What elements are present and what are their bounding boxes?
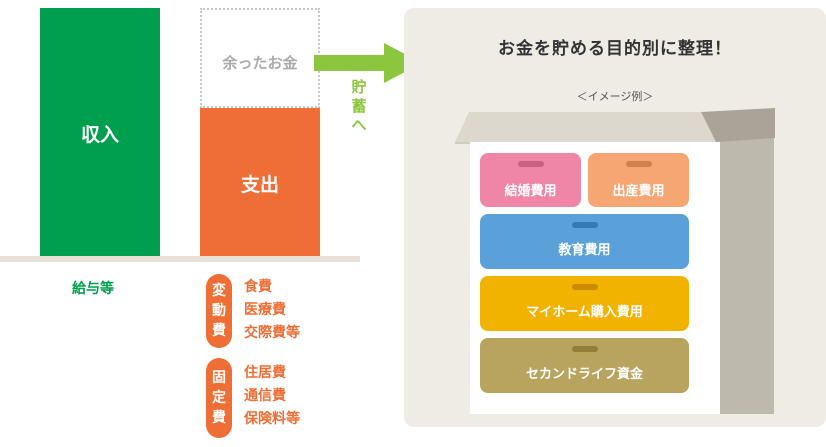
drawer-handle-icon	[517, 161, 544, 167]
income-label: 収入	[80, 124, 119, 146]
fixed-cost-pill: 固 定 費	[206, 358, 232, 438]
saving-char: へ	[351, 116, 367, 134]
drawer-education: 教育費用	[480, 214, 689, 269]
saving-label: 貯 蓄 へ	[350, 78, 368, 135]
fixed-cost-char: 固	[212, 370, 226, 386]
drawer-handle-icon	[571, 346, 598, 352]
variable-cost-char: 費	[212, 323, 226, 339]
baseline	[0, 256, 360, 262]
fixed-cost-item: 保険料等	[244, 411, 300, 427]
variable-cost-char: 変	[212, 283, 226, 299]
surplus-box: 余ったお金	[200, 8, 320, 108]
panel-title: お金を貯める目的別に整理！	[498, 39, 732, 59]
expense-bar: 支出	[200, 108, 320, 256]
fixed-cost-item: 住居費	[244, 365, 286, 381]
income-bar: 収入	[40, 8, 160, 256]
drawer-handle-icon	[571, 222, 598, 228]
drawer-label: 教育費用	[558, 243, 611, 258]
variable-cost-items: 食費 医療費 交際費等	[244, 276, 300, 345]
saving-char: 貯	[351, 78, 367, 96]
drawer-birth: 出産費用	[588, 153, 689, 207]
drawer-marriage: 結婚費用	[480, 153, 581, 207]
variable-cost-item: 食費	[244, 279, 272, 295]
arrow-right-icon	[314, 55, 386, 71]
surplus-label: 余ったお金	[222, 54, 298, 72]
fixed-cost-items: 住居費 通信費 保険料等	[244, 362, 300, 431]
drawer-handle-icon	[571, 284, 598, 290]
drawer-home: マイホーム購入費用	[480, 276, 689, 331]
drawer-handle-icon	[625, 161, 652, 167]
fixed-cost-item: 通信費	[244, 388, 286, 404]
chest-top-icon	[455, 108, 775, 144]
variable-cost-char: 動	[212, 303, 226, 319]
drawer-label: 出産費用	[612, 184, 665, 199]
drawer-label: マイホーム購入費用	[526, 305, 643, 320]
chest-side	[720, 112, 774, 414]
drawer-second-life: セカンドライフ資金	[480, 338, 689, 393]
variable-cost-item: 医療費	[244, 302, 286, 318]
saving-char: 蓄	[351, 97, 367, 115]
expense-label: 支出	[240, 174, 279, 196]
variable-cost-pill: 変 動 費	[206, 274, 232, 348]
fixed-cost-char: 費	[212, 410, 226, 426]
panel-subtitle: ＜イメージ例＞	[576, 90, 654, 103]
fixed-cost-char: 定	[212, 390, 226, 406]
salary-label: 給与等	[72, 281, 114, 297]
variable-cost-item: 交際費等	[244, 325, 300, 341]
drawer-label: セカンドライフ資金	[525, 367, 643, 382]
drawer-label: 結婚費用	[504, 184, 557, 199]
